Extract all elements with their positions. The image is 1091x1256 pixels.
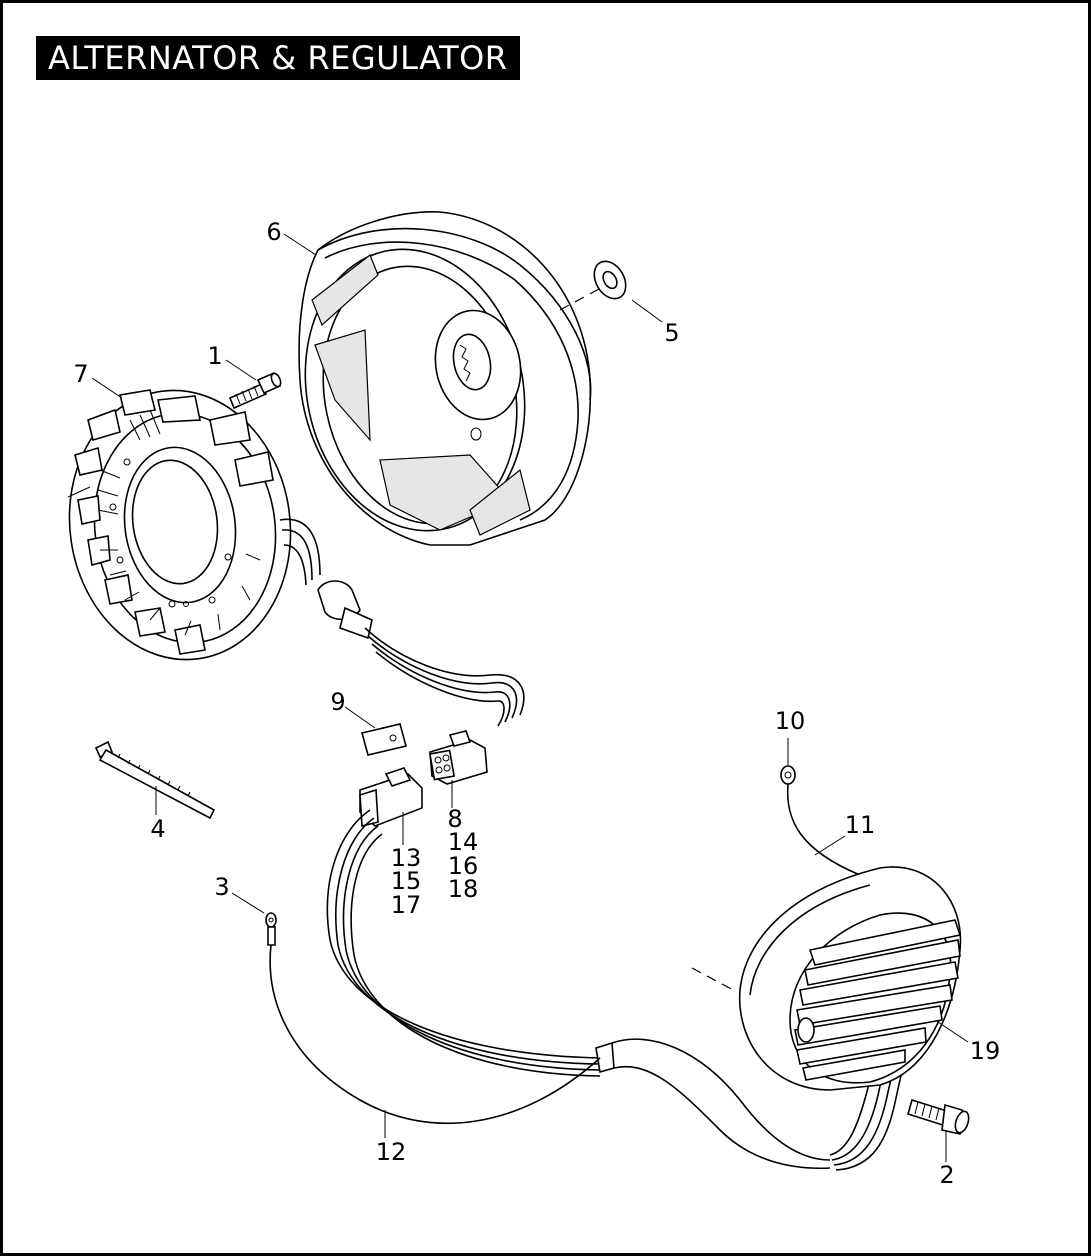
callout-1: 1: [207, 342, 222, 370]
ground-wire: [265, 912, 601, 1124]
callout-4: 4: [150, 815, 165, 843]
callout-2: 2: [939, 1161, 954, 1189]
voltage-regulator: [738, 866, 962, 1091]
callout-15: 15: [391, 867, 422, 895]
stator: [68, 389, 292, 661]
callout-3: 3: [214, 873, 229, 901]
callout-16: 16: [448, 852, 479, 880]
regulator-connector: [359, 767, 423, 828]
diagram-title: ALTERNATOR & REGULATOR: [36, 36, 520, 80]
callout-17: 17: [391, 891, 422, 919]
stator-screw: [228, 371, 282, 410]
stator-harness: [279, 518, 525, 727]
regulator-bolt: [907, 1098, 970, 1135]
callout-6: 6: [266, 218, 281, 246]
callout-19: 19: [970, 1037, 1001, 1065]
spacer: [593, 260, 627, 300]
connector-lock: [361, 723, 407, 756]
callout-7: 7: [73, 360, 88, 388]
regulator-centerline: [691, 967, 738, 993]
callout-12: 12: [376, 1138, 407, 1166]
leader-lines: [91, 233, 969, 1162]
rotor-centerline: [559, 281, 613, 311]
callout-11: 11: [845, 811, 876, 839]
cable-strap: [94, 740, 216, 820]
stator-centerline: [67, 486, 91, 498]
callout-5: 5: [664, 319, 679, 347]
callout-13: 13: [391, 844, 422, 872]
stator-connector: [428, 730, 488, 785]
callout-10: 10: [775, 707, 806, 735]
callout-18: 18: [448, 875, 479, 903]
regulator-lead-wire: [780, 765, 861, 876]
regulator-harness: [326, 809, 905, 1171]
callout-8: 8: [447, 805, 462, 833]
callout-9: 9: [330, 688, 345, 716]
rotor: [298, 211, 592, 546]
callout-14: 14: [448, 828, 479, 856]
